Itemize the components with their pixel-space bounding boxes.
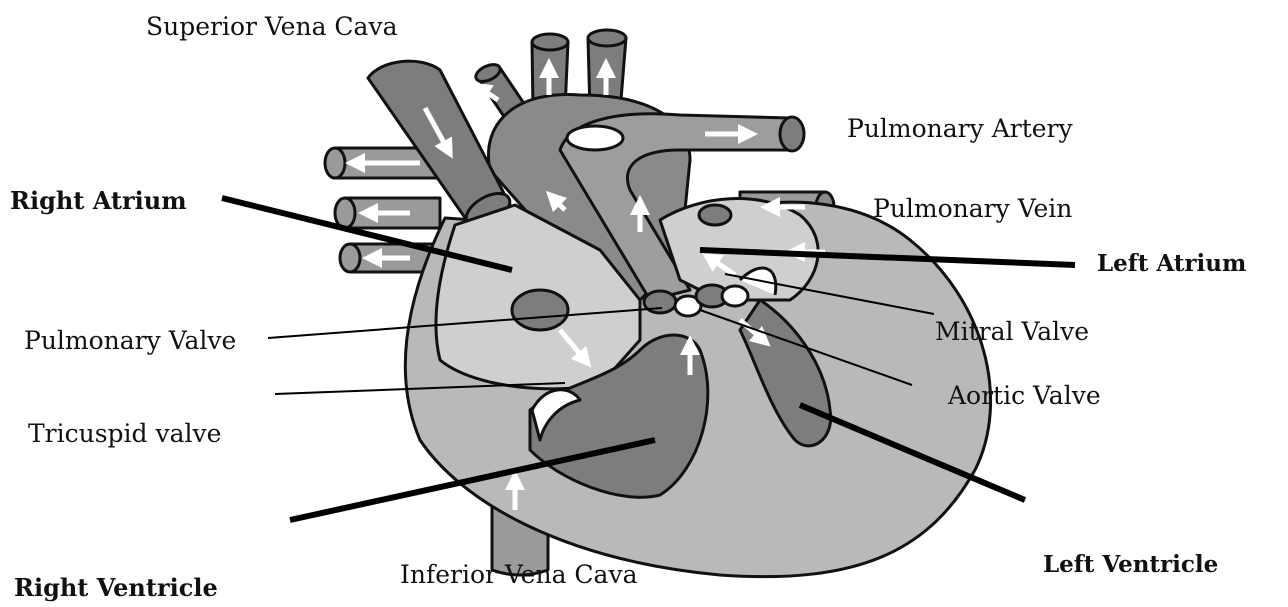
label-tricuspid-valve: Tricuspid valve [28,421,221,446]
label-aortic-valve: Aortic Valve [948,383,1101,408]
label-superior-vena-cava: Superior Vena Cava [146,14,398,39]
label-pulmonary-valve: Pulmonary Valve [24,328,236,353]
label-mitral-valve: Mitral Valve [935,319,1089,344]
label-pulmonary-artery: Pulmonary Artery [847,116,1073,141]
label-right-ventricle: Right Ventricle [14,576,218,600]
label-left-ventricle: Left Ventricle [1043,553,1218,576]
label-left-atrium: Left Atrium [1097,252,1246,275]
label-pulmonary-vein: Pulmonary Vein [873,196,1072,221]
label-right-atrium: Right Atrium [10,189,187,213]
label-inferior-vena-cava: Inferior Vena Cava [400,562,638,587]
left-vessels [325,148,440,272]
